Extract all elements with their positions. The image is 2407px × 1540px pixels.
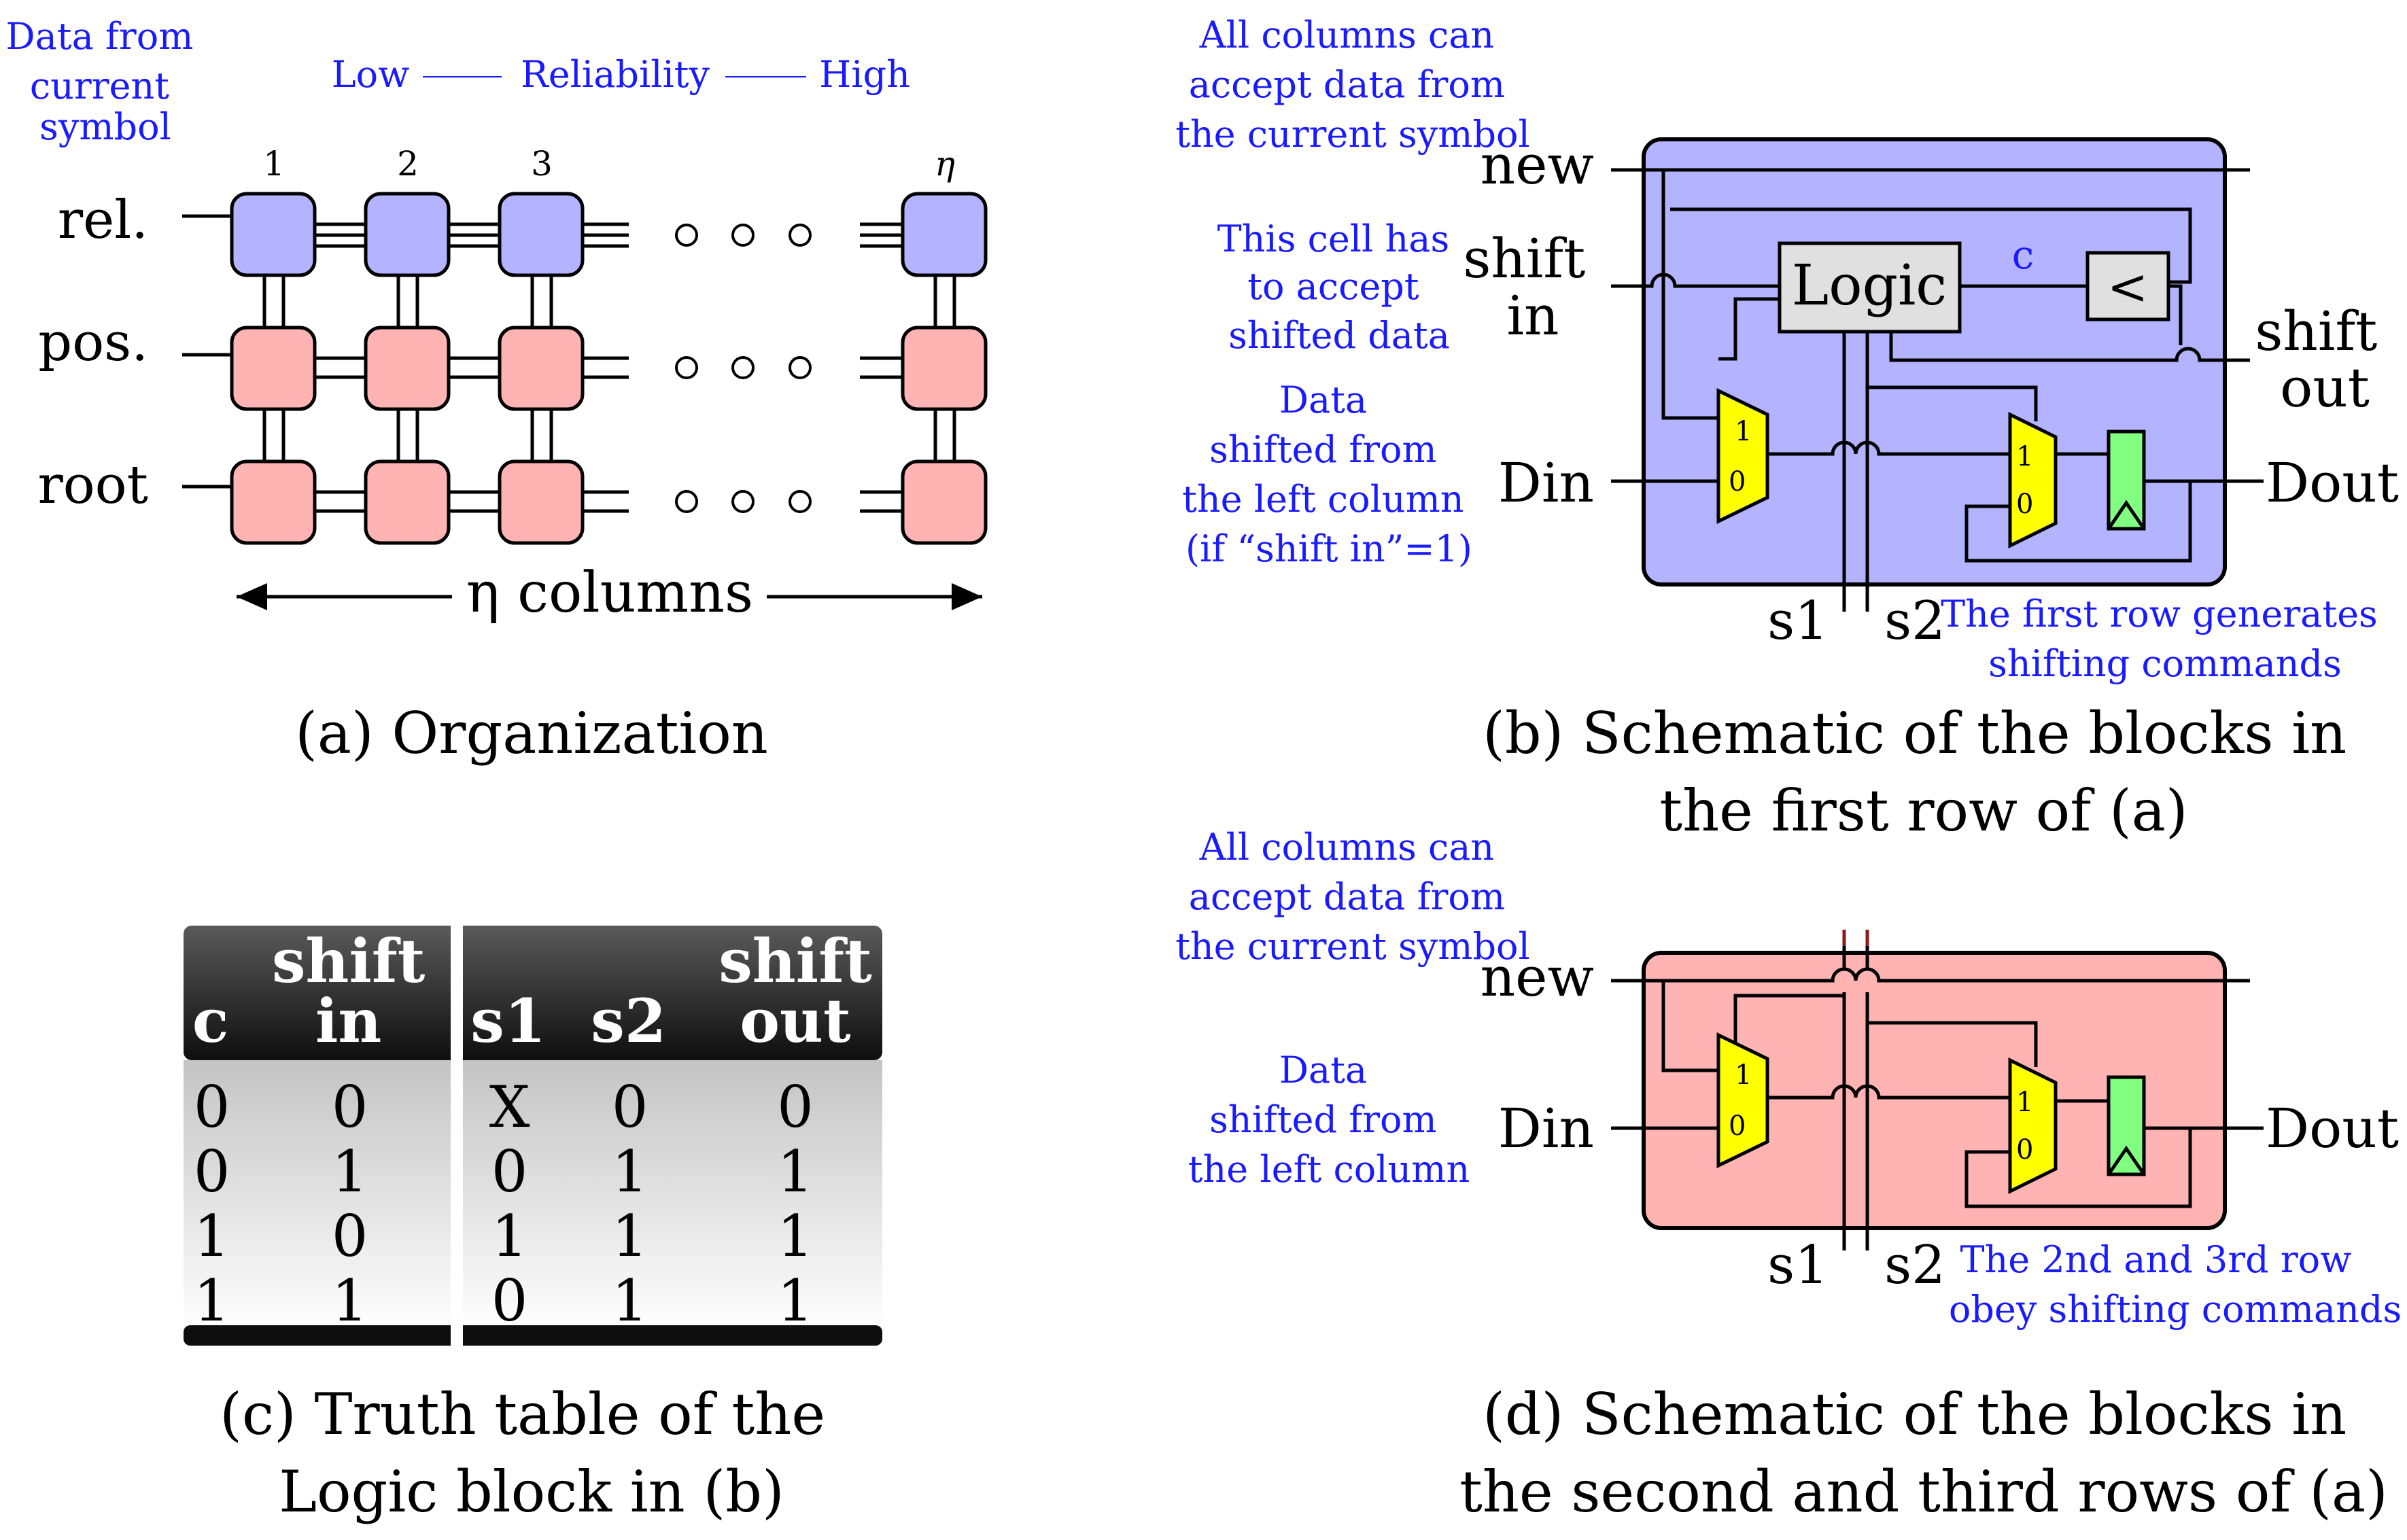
annotation-all-columns-d: All columns can accept data from the cur…	[1175, 826, 1530, 968]
annotation-rows-obey: The 2nd and 3rd row obey shifting comman…	[1949, 1238, 2402, 1331]
table-rows: 0 0 X 0 0 0 1 0 1 1 1 0 1 1 1 1	[194, 1074, 814, 1334]
mux-1-d-one: 1	[1735, 1060, 1752, 1091]
annotation-cell-shift: This cell has to accept shifted data	[1217, 217, 1461, 357]
cell-pos-eta	[901, 326, 988, 411]
cell-rel-3	[498, 192, 585, 277]
mux-2-d-one: 1	[2016, 1087, 2033, 1118]
annotation-data-shifted-b: Data shifted from the left column (if “s…	[1182, 379, 1476, 570]
column-label-2: 2	[397, 144, 419, 183]
column-label-eta: η	[935, 144, 955, 183]
column-label-1: 1	[263, 144, 285, 183]
cell-rel-eta	[901, 192, 988, 277]
cell-root-eta	[901, 459, 988, 545]
mux-1-b	[1716, 388, 1769, 524]
mux-1-b-one: 1	[1735, 416, 1752, 447]
reliability-low-label: Low	[332, 53, 410, 96]
port-dout-d: Dout	[2266, 1097, 2399, 1160]
panel-c: shift shift c in s1 s2 out 0 0 X 0 0 0 1…	[184, 926, 882, 1525]
s1-label-d: s1	[1767, 1235, 1829, 1296]
table-divider	[451, 926, 463, 1346]
table-header-out: out	[740, 985, 851, 1056]
reliability-high-label: High	[819, 53, 910, 96]
column-label-3: 3	[531, 144, 553, 183]
table-header-bottom: c in s1 s2 out	[192, 985, 851, 1056]
comparator-label: <	[2107, 258, 2148, 315]
row-label-rel: rel.	[58, 190, 148, 251]
reliability-label: Reliability	[521, 53, 710, 96]
port-din-d: Din	[1498, 1097, 1594, 1160]
mux-2-d	[2008, 1057, 2058, 1195]
s1-label-b: s1	[1767, 591, 1829, 652]
cell-grid	[230, 192, 988, 545]
port-new-b: new	[1480, 133, 1594, 196]
mux-2-d-zero: 0	[2016, 1134, 2033, 1166]
wires-b	[1611, 168, 2264, 612]
table-header-s2: s2	[591, 985, 666, 1056]
row-label-root: root	[37, 455, 148, 516]
register-d	[2107, 1075, 2146, 1176]
port-din-b: Din	[1498, 451, 1594, 514]
table-body-bg	[184, 1060, 882, 1332]
annotation-data-shifted-d: Data shifted from the left column	[1188, 1049, 1470, 1191]
cell-rel-2	[364, 192, 451, 277]
cell-root-1	[230, 459, 317, 545]
panel-d: All columns can accept data from the cur…	[1175, 826, 2402, 1525]
table-header-s1: s1	[470, 985, 546, 1056]
table-row: 0 0 X 0 0	[194, 1074, 814, 1140]
table-header-bg	[184, 926, 882, 1060]
cell-pos-2	[364, 326, 451, 411]
vertical-connectors	[262, 275, 956, 462]
signal-c-label: c	[2012, 232, 2034, 278]
table-header-top: shift shift	[272, 926, 872, 996]
cell-pos-3	[498, 326, 585, 411]
caption-d: (d) Schematic of the blocks in the secon…	[1459, 1381, 2388, 1525]
mux-2-b-zero: 0	[2016, 489, 2033, 520]
table-header-in: in	[315, 985, 381, 1056]
logic-label: Logic	[1792, 253, 1947, 318]
columns-label: η columns	[466, 561, 753, 625]
port-shift-out: shift out	[2255, 300, 2394, 419]
mux-2-b	[2008, 411, 2058, 549]
wires-d	[1611, 930, 2264, 1250]
logic-block	[1778, 241, 1962, 334]
caption-b: (b) Schematic of the blocks in the first…	[1483, 700, 2365, 844]
comparator-block	[2085, 251, 2170, 321]
table-header-c: c	[192, 985, 229, 1056]
annotation-first-row: The first row generates shifting command…	[1941, 593, 2389, 685]
mux-2-b-one: 1	[2016, 441, 2033, 472]
cell-rel-1	[230, 192, 317, 277]
table-row: 1 1 0 1 1	[194, 1267, 814, 1334]
row-label-pos: pos.	[38, 312, 148, 373]
table-bottom-bar	[184, 1325, 882, 1346]
table-row: 0 1 0 1 1	[194, 1138, 814, 1205]
cell-root-3	[498, 459, 585, 545]
mux-1-d	[1716, 1032, 1769, 1168]
table-header-top-shift-out: shift	[718, 926, 872, 996]
panel-b: All columns can accept data from the cur…	[1175, 14, 2399, 844]
lower-row-block	[1642, 951, 2227, 1230]
table-header-top-shift-in: shift	[272, 926, 426, 996]
s2-label-b: s2	[1884, 591, 1945, 652]
register-d-clock	[2107, 1145, 2146, 1176]
mux-1-b-zero: 0	[1729, 466, 1746, 497]
mux-1-d-zero: 0	[1729, 1110, 1746, 1142]
caption-c: (c) Truth table of the Logic block in (b…	[220, 1381, 844, 1525]
port-shift-in: shift in	[1463, 227, 1602, 347]
register-b-clock	[2107, 500, 2146, 530]
bus-entry-marks	[1842, 930, 1869, 946]
port-new-d: new	[1480, 945, 1594, 1009]
table-row: 1 0 1 1 1	[194, 1203, 814, 1270]
port-dout-b: Dout	[2266, 451, 2399, 514]
cell-pos-1	[230, 326, 317, 411]
ellipsis-dots	[675, 224, 812, 513]
annotation-data-from-current-symbol: Data from current symbol	[5, 15, 205, 148]
horizontal-connectors	[315, 222, 906, 513]
s2-label-d: s2	[1884, 1235, 1945, 1296]
annotation-all-columns-b: All columns can accept data from the cur…	[1175, 14, 1530, 156]
register-b	[2107, 430, 2146, 531]
caption-a: (a) Organization	[295, 700, 768, 767]
cell-root-2	[364, 459, 451, 545]
panel-a: Data from current symbol Low Reliability…	[5, 15, 988, 767]
